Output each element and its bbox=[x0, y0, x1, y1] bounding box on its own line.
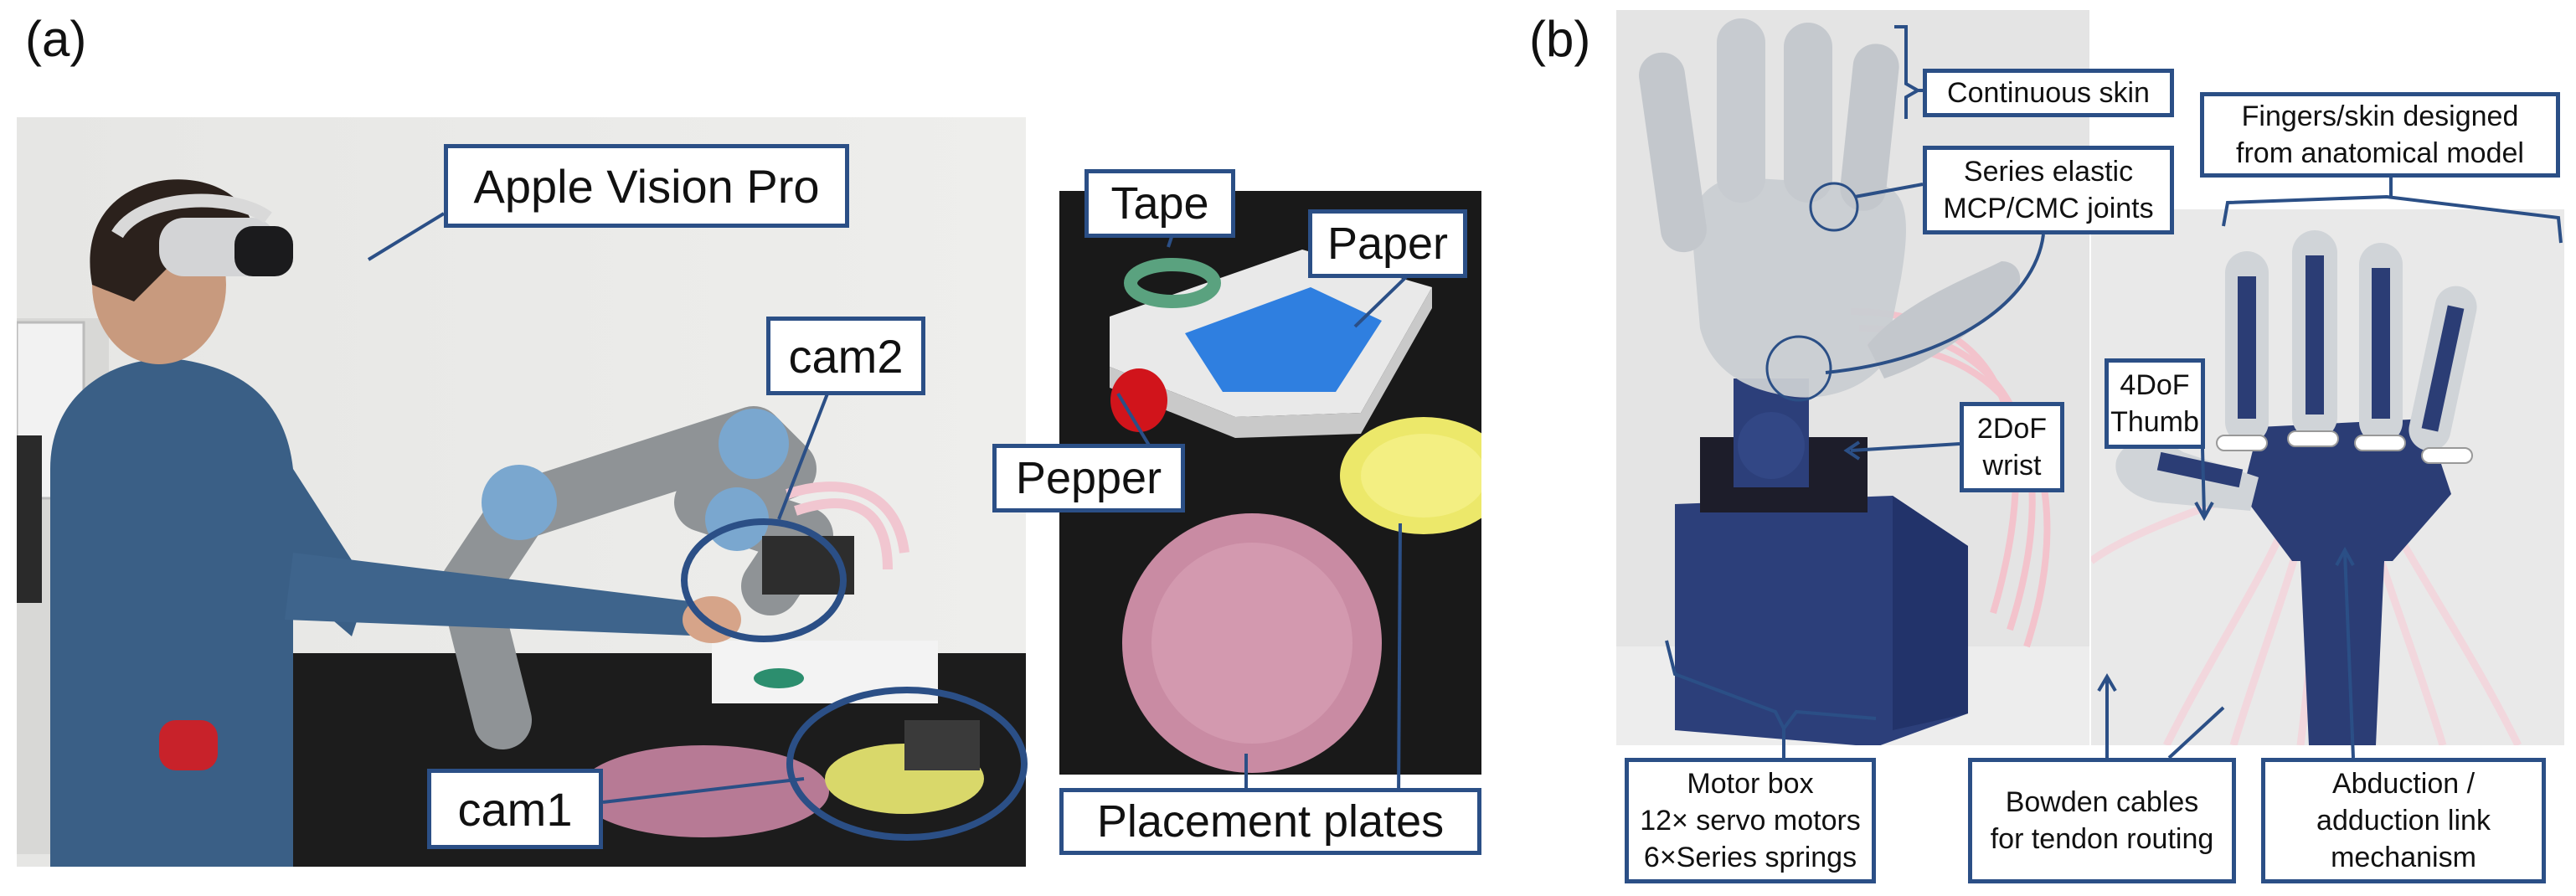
label-line: adduction link bbox=[2316, 805, 2491, 837]
label-line: MCP/CMC joints bbox=[1943, 193, 2154, 224]
label-tape: Tape bbox=[1084, 169, 1235, 238]
label-line: Motor box bbox=[1687, 768, 1814, 800]
label-line: 2DoF bbox=[1976, 413, 2048, 445]
label-line: for tendon routing bbox=[1990, 823, 2214, 855]
label-fingers-skin: Fingers/skin designed from anatomical mo… bbox=[2200, 92, 2560, 178]
label-placement-plates: Placement plates bbox=[1059, 788, 1481, 855]
label-line: 12× servo motors bbox=[1640, 805, 1861, 837]
panel-label-a: (a) bbox=[25, 11, 87, 67]
label-text: Continuous skin bbox=[1947, 77, 2150, 109]
photo-hand-cables bbox=[2091, 209, 2564, 745]
photo-operator-robot bbox=[17, 117, 1026, 867]
label-line: Thumb bbox=[2110, 406, 2199, 438]
label-line: Abduction / bbox=[2331, 768, 2476, 800]
photo-hand-motorbox bbox=[1616, 10, 2089, 745]
label-4dof-thumb: 4DoF Thumb bbox=[2105, 358, 2205, 449]
label-line: Fingers/skin designed bbox=[2241, 100, 2519, 132]
label-line: Bowden cables bbox=[2005, 786, 2199, 818]
label-line: from anatomical model bbox=[2236, 137, 2524, 169]
label-line: 4DoF bbox=[2120, 369, 2190, 401]
label-abduction: Abduction / adduction link mechanism bbox=[2261, 758, 2546, 883]
label-cam1: cam1 bbox=[427, 769, 603, 849]
label-line: Series elastic bbox=[1963, 156, 2134, 188]
label-continuous-skin: Continuous skin bbox=[1923, 69, 2174, 117]
label-line: 6×Series springs bbox=[1643, 842, 1857, 873]
label-motor-box: Motor box 12× servo motors 6×Series spri… bbox=[1625, 758, 1876, 883]
label-line: wrist bbox=[1982, 450, 2042, 481]
label-line: mechanism bbox=[2331, 842, 2476, 873]
label-apple-vision-pro: Apple Vision Pro bbox=[444, 144, 849, 228]
label-series-elastic: Series elastic MCP/CMC joints bbox=[1923, 146, 2174, 234]
label-cam2: cam2 bbox=[766, 317, 925, 395]
label-paper: Paper bbox=[1308, 209, 1467, 278]
label-pepper: Pepper bbox=[992, 444, 1185, 512]
panel-label-b: (b) bbox=[1529, 11, 1591, 67]
label-bowden-cables: Bowden cables for tendon routing bbox=[1968, 758, 2236, 883]
label-2dof-wrist: 2DoF wrist bbox=[1960, 402, 2064, 492]
